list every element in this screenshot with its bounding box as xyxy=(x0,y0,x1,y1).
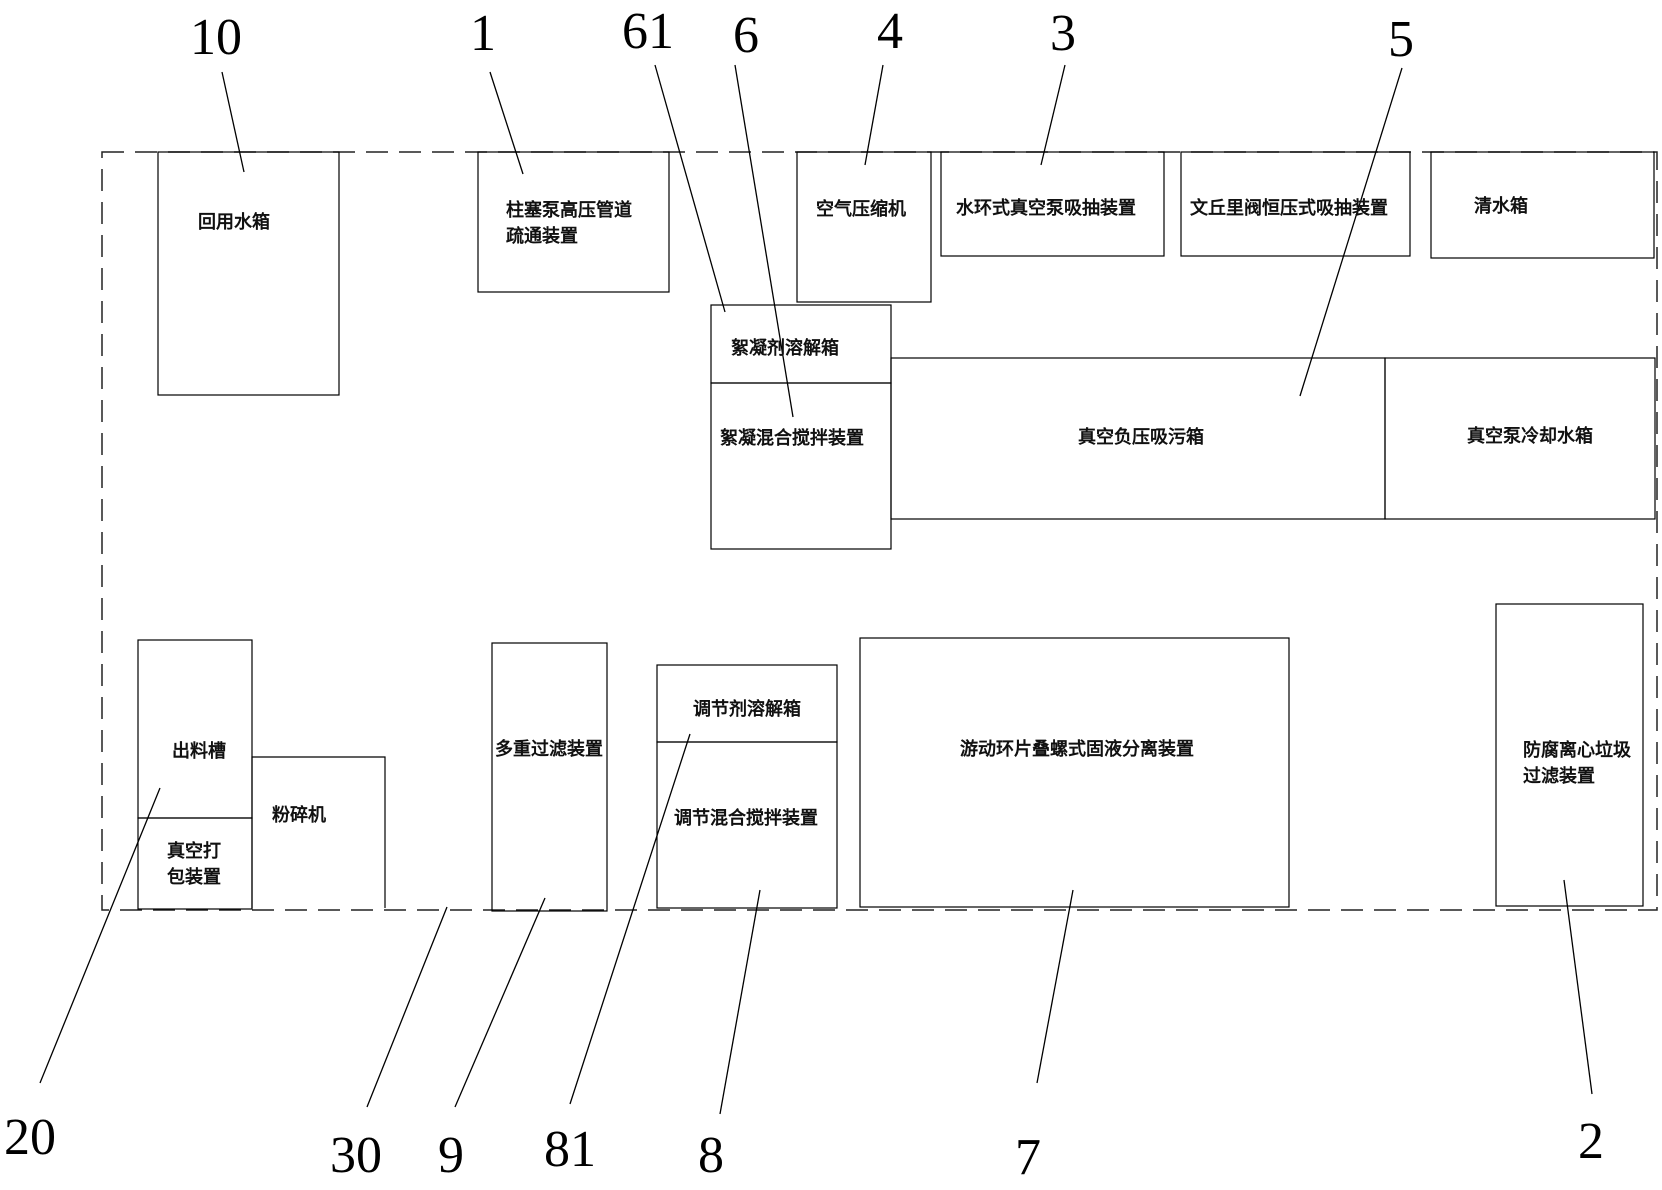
screw-separator-label: 游动环片叠螺式固液分离装置 xyxy=(960,739,1194,760)
vacuum-packing-label: 真空打包装置 xyxy=(167,841,221,888)
vacuum-cooling-tank-box xyxy=(1384,357,1656,520)
regulator-mix-label: 调节混合搅拌装置 xyxy=(674,808,818,829)
callout-30: 30 xyxy=(330,1127,382,1184)
callout-20: 20 xyxy=(4,1109,56,1166)
callout-5: 5 xyxy=(1388,11,1414,68)
callout-6: 6 xyxy=(733,7,759,64)
leader-7 xyxy=(1036,889,1074,1084)
callout-2: 2 xyxy=(1578,1113,1604,1170)
plunger-dredging-box xyxy=(477,151,670,293)
multi-filter-label: 多重过滤装置 xyxy=(495,739,603,760)
vehicle-boundary xyxy=(101,151,1658,911)
leader-61 xyxy=(654,64,726,313)
water-ring-pump-label: 水环式真空泵吸抽装置 xyxy=(956,198,1136,219)
leader-6 xyxy=(734,64,794,418)
reuse-tank-label: 回用水箱 xyxy=(198,212,270,233)
callout-4: 4 xyxy=(877,3,903,60)
clean-tank-box xyxy=(1430,151,1655,259)
plunger-dredging-label: 柱塞泵高压管道疏通装置 xyxy=(506,200,632,247)
air-compressor-box xyxy=(796,151,932,303)
callout-8: 8 xyxy=(698,1127,724,1184)
leader-10 xyxy=(221,71,245,173)
reuse-tank-box xyxy=(157,151,340,396)
centrifugal-filter-label: 防腐离心垃圾过滤装置 xyxy=(1523,740,1631,787)
screw-separator-box xyxy=(859,637,1290,908)
callout-9: 9 xyxy=(438,1127,464,1184)
leader-30 xyxy=(366,906,448,1108)
leader-3 xyxy=(1040,64,1066,166)
flocculant-mix-label: 絮凝混合搅拌装置 xyxy=(720,428,864,449)
crusher-label: 粉碎机 xyxy=(272,805,326,826)
leader-5 xyxy=(1299,67,1403,397)
callout-7: 7 xyxy=(1015,1129,1041,1186)
vacuum-suction-tank-label: 真空负压吸污箱 xyxy=(1078,427,1204,448)
callout-81: 81 xyxy=(544,1121,596,1178)
regulator-mix-box xyxy=(656,741,838,909)
leader-4 xyxy=(864,64,884,166)
leader-20 xyxy=(39,787,161,1084)
callout-61: 61 xyxy=(622,3,674,60)
clean-tank-label: 清水箱 xyxy=(1474,196,1528,217)
venturi-valve-box xyxy=(1180,151,1411,257)
flocculant-dissolve-label: 絮凝剂溶解箱 xyxy=(731,338,839,359)
leader-lines xyxy=(39,64,1593,1115)
callout-10: 10 xyxy=(190,9,242,66)
leader-2 xyxy=(1563,879,1593,1095)
discharge-trough-label: 出料槽 xyxy=(172,741,226,762)
vacuum-cooling-tank-label: 真空泵冷却水箱 xyxy=(1467,426,1593,447)
discharge-trough-box xyxy=(137,639,253,819)
water-ring-pump-box xyxy=(940,151,1165,257)
leader-1 xyxy=(489,71,524,175)
regulator-dissolve-label: 调节剂溶解箱 xyxy=(693,699,801,720)
leader-9 xyxy=(454,897,546,1108)
leader-81 xyxy=(569,733,691,1105)
callout-1: 1 xyxy=(470,5,496,62)
centrifugal-filter-box xyxy=(1495,603,1644,907)
callout-3: 3 xyxy=(1050,5,1076,62)
multi-filter-box xyxy=(491,642,608,912)
leader-8 xyxy=(719,889,761,1115)
flocculant-mix-box xyxy=(710,382,892,550)
crusher-box xyxy=(251,756,386,908)
venturi-valve-label: 文丘里阀恒压式吸抽装置 xyxy=(1190,198,1388,219)
air-compressor-label: 空气压缩机 xyxy=(816,199,906,220)
